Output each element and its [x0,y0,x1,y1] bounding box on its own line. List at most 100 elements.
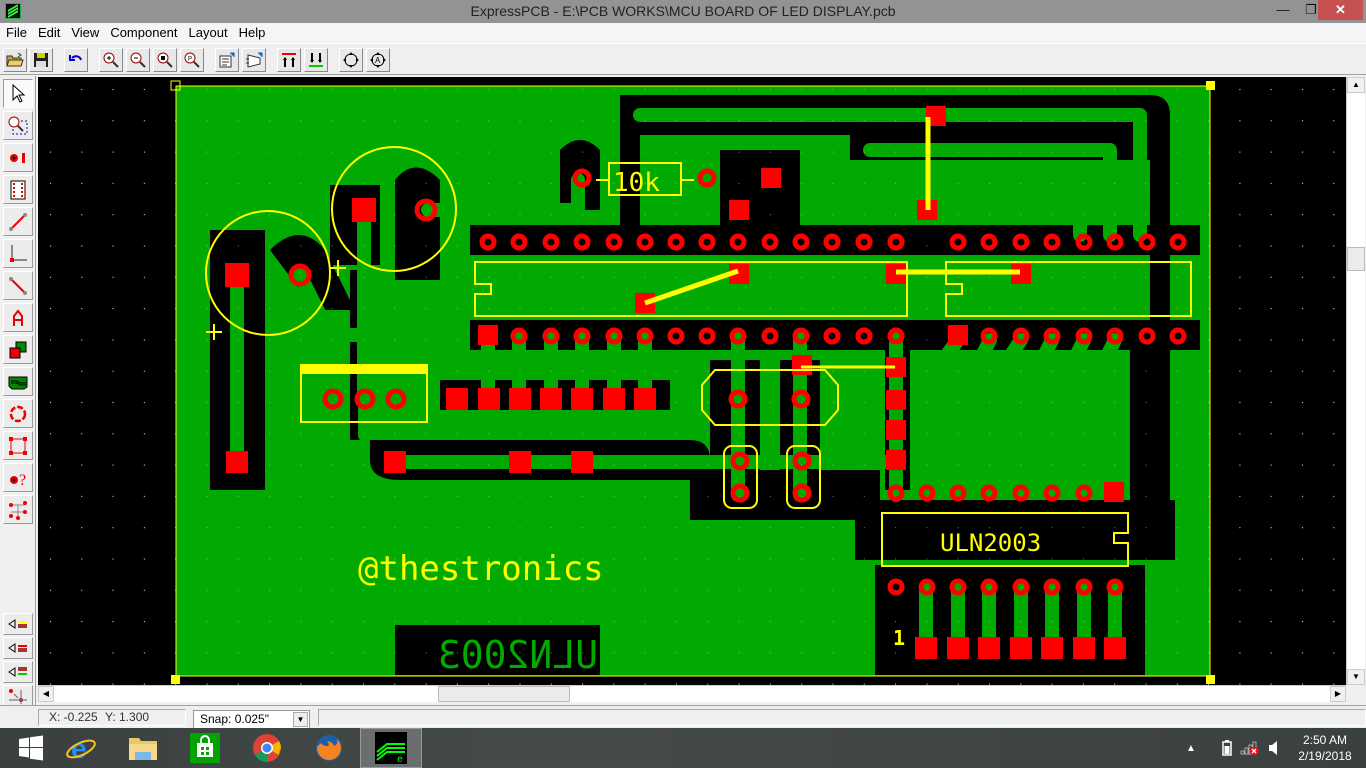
zoom-in-button[interactable] [99,48,123,72]
minimize-button[interactable]: — [1276,2,1290,17]
menu-help[interactable]: Help [238,25,266,40]
menu-file[interactable]: File [6,25,27,40]
windows-logo-icon [19,735,43,761]
zoom-previous-icon: P [184,52,200,68]
chevron-up-icon: ▲ [1186,742,1196,754]
taskbar-firefox[interactable] [298,728,360,768]
place-trace-tool[interactable] [3,207,33,236]
circle-icon [9,405,27,422]
place-corner-tool[interactable] [3,239,33,268]
trace-icon [9,212,27,231]
vertical-scroll-thumb[interactable] [1347,247,1365,271]
menu-edit[interactable]: Edit [37,25,61,40]
save-button[interactable] [29,48,53,72]
component-manager-button[interactable] [242,48,266,72]
battery-icon [1222,740,1232,756]
start-button[interactable] [0,728,62,768]
scroll-up-arrow-icon[interactable]: ▲ [1347,77,1365,93]
volume-indicator[interactable] [1268,728,1278,768]
scroll-down-arrow-icon[interactable]: ▼ [1347,669,1365,685]
close-button[interactable]: ✕ [1318,0,1363,20]
place-text-tool[interactable] [3,303,33,332]
title-bar: ExpressPCB - E:\PCB WORKS\MCU BOARD OF L… [0,0,1366,23]
system-clock[interactable]: 2:50 AM 2/19/2018 [1290,732,1360,764]
status-message-panel [318,709,1366,726]
clock-date: 2/19/2018 [1298,749,1352,763]
maximize-button[interactable]: ❐ [1305,2,1317,17]
place-component-tool[interactable] [3,175,33,204]
properties-icon [219,52,235,68]
taskbar-file-explorer[interactable] [112,728,174,768]
rotate-icon [343,52,359,68]
top-copper-layer-icon [8,643,27,653]
netlist-icon [9,500,27,520]
scroll-left-arrow-icon[interactable]: ◀ [38,686,54,702]
top-copper-layer-button[interactable] [3,637,33,659]
pointer-icon [12,83,26,103]
zoom-board-button[interactable] [153,48,177,72]
scroll-right-arrow-icon[interactable]: ▶ [1330,686,1346,702]
place-circle-tool[interactable] [3,399,33,428]
bottom-copper-layer-button[interactable] [3,661,33,683]
undo-button[interactable] [64,48,88,72]
x-coordinate: X: -0.225 [49,710,98,724]
firefox-icon [316,735,342,761]
pcb-canvas[interactable]: 10k ULN2003 1 @thestronics ULN2003 [38,77,1346,685]
watermark-text[interactable]: @thestronics [358,549,604,589]
rotate-button[interactable] [339,48,363,72]
silkscreen [205,146,1192,567]
silkscreen-layer-icon [8,619,27,629]
zoom-previous-button[interactable]: P [180,48,204,72]
place-rectangle-tool[interactable] [3,431,33,460]
chevron-down-icon[interactable]: ▼ [293,712,308,727]
undo-icon [69,55,82,61]
bottom-layer-icon [309,53,323,67]
place-pad-tool[interactable] [3,143,33,172]
pad-info-tool[interactable]: ? [3,463,33,492]
top-layer-button[interactable] [277,48,301,72]
snap-grid-select[interactable]: Snap: 0.025" ▼ [193,710,310,729]
edit-trace-icon [9,276,27,295]
folder-icon [129,738,157,760]
bottom-layer-button[interactable] [304,48,328,72]
svg-text:P: P [188,57,192,63]
zoom-box-tool[interactable] [3,111,33,140]
rotate-text-button[interactable]: A [366,48,390,72]
battery-indicator[interactable] [1222,728,1232,768]
fill-plane-tool[interactable] [3,367,33,396]
taskbar-store[interactable] [174,728,236,768]
layer-swap-tool[interactable] [3,335,33,364]
vertical-scrollbar[interactable]: ▲ ▼ [1346,77,1365,685]
text-icon [13,308,23,326]
open-file-button[interactable] [3,48,27,72]
silkscreen-layer-button[interactable] [3,613,33,635]
menu-component[interactable]: Component [110,25,178,40]
zoom-out-button[interactable] [126,48,150,72]
pad-icon [10,152,25,163]
jumpers [644,117,1020,369]
ground-plane-icon [8,376,28,389]
menu-view[interactable]: View [71,25,100,40]
mirrored-bottom-label[interactable]: ULN2003 [438,633,598,677]
pad-connect-button[interactable] [3,685,33,707]
component-properties-button[interactable] [215,48,239,72]
select-tool[interactable] [3,79,33,108]
edit-trace-tool[interactable] [3,271,33,300]
netlist-tool[interactable] [3,495,33,524]
horizontal-scrollbar[interactable]: ◀ ▶ [38,685,1346,702]
board-outline [175,85,1211,677]
ic-label[interactable]: ULN2003 [940,529,1041,557]
taskbar-expresspcb[interactable]: e [360,728,422,768]
horizontal-scroll-thumb[interactable] [438,686,570,702]
expresspcb-app-icon[interactable] [5,3,21,19]
show-hidden-icons[interactable]: ▲ [1186,728,1196,768]
store-icon [190,733,220,763]
folder-open-icon [6,52,24,67]
network-indicator[interactable] [1240,728,1260,768]
resistor-label[interactable]: 10k [613,168,660,198]
taskbar-internet-explorer[interactable]: e [50,728,112,768]
top-layer-icon [282,53,296,67]
menu-layout[interactable]: Layout [188,25,228,40]
taskbar-chrome[interactable] [236,728,298,768]
